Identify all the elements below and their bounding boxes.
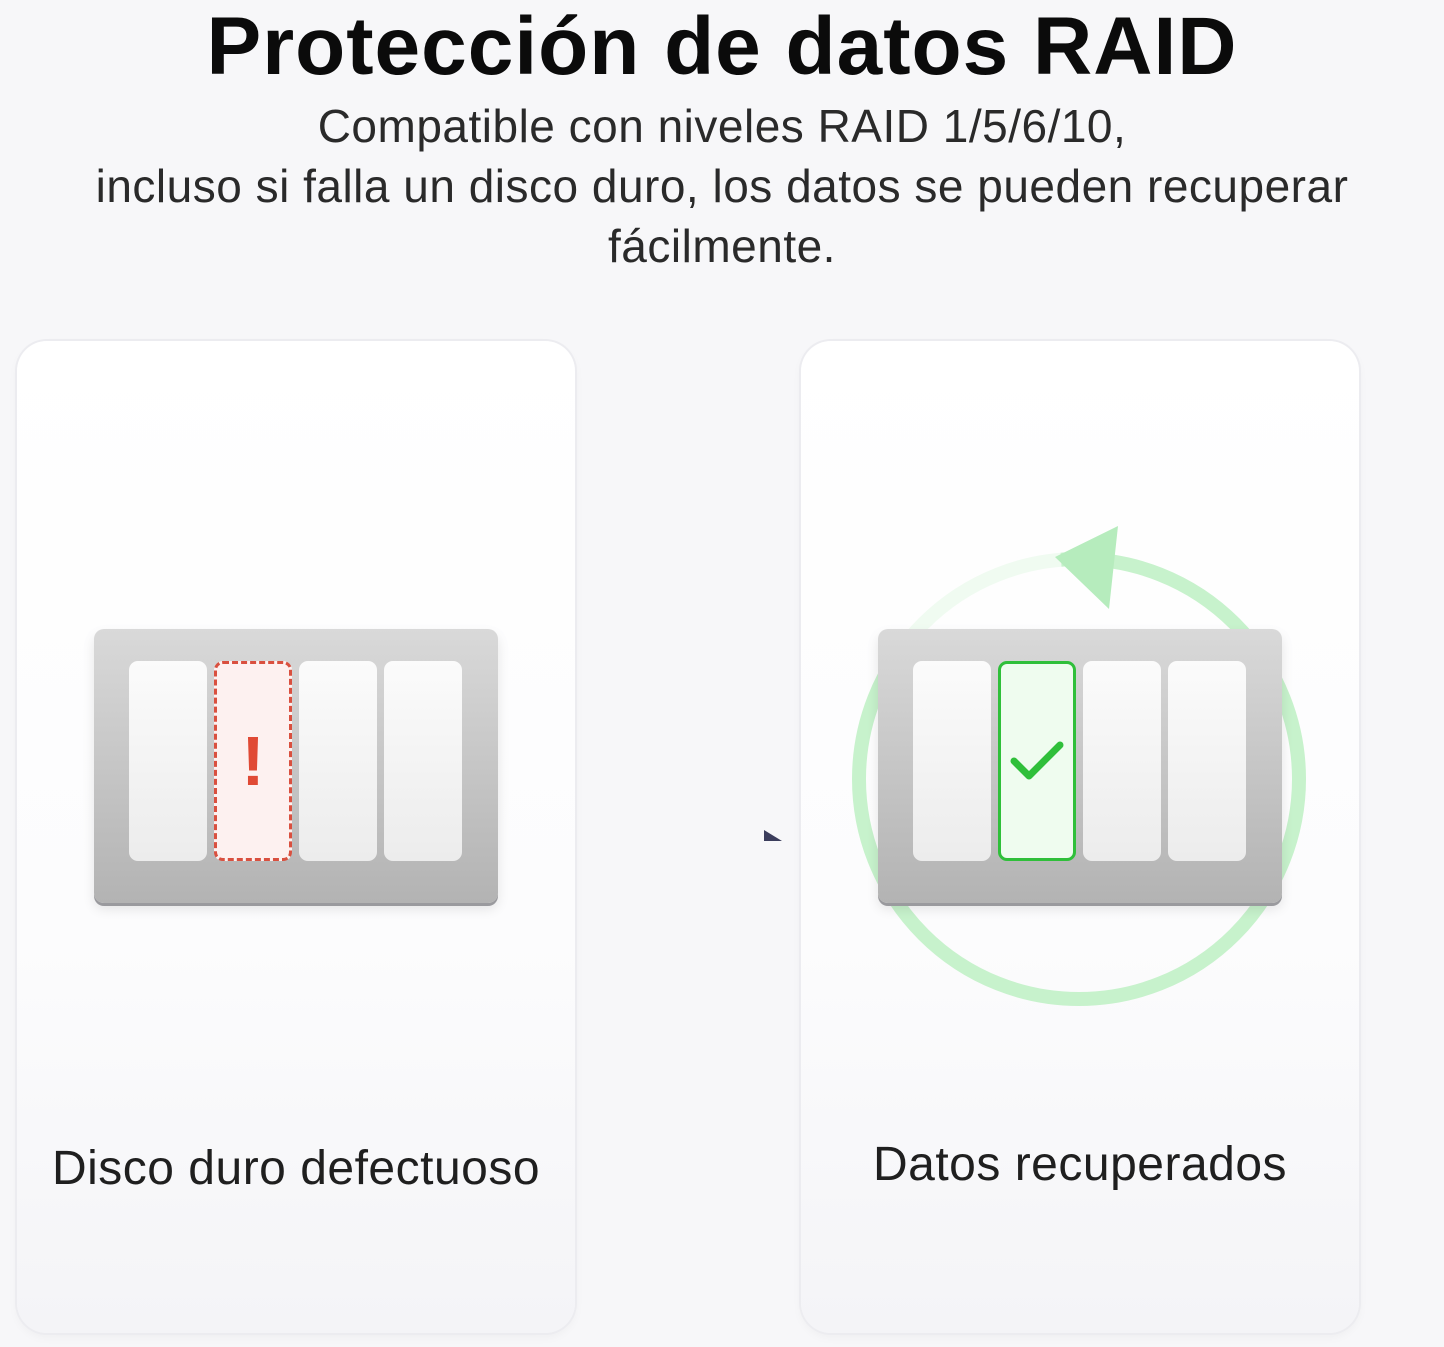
header: Protección de datos RAID Compatible con …: [0, 0, 1444, 276]
page-title: Protección de datos RAID: [206, 1, 1238, 92]
nas-enclosure: [878, 629, 1282, 903]
drive-bay: [129, 661, 207, 861]
recovered-data-card: Datos recuperados: [801, 341, 1359, 1333]
exclamation-icon: !: [241, 722, 265, 800]
drive-bay: [1168, 661, 1246, 861]
drive-bay: [913, 661, 991, 861]
subtitle-line-3: fácilmente.: [608, 220, 836, 272]
failed-disk-card: ! Disco duro defectuoso: [17, 341, 575, 1333]
failed-disk-label: Disco duro defectuoso: [51, 1142, 541, 1195]
dashed-arrow-icon: [606, 830, 782, 843]
recovered-drive-bay: [998, 661, 1076, 861]
checkmark-icon: [1001, 664, 1073, 858]
subtitle-line-2: incluso si falla un disco duro, los dato…: [95, 160, 1349, 212]
page-subtitle: Compatible con niveles RAID 1/5/6/10, in…: [0, 96, 1444, 276]
drive-bay: [1083, 661, 1161, 861]
subtitle-line-1: Compatible con niveles RAID 1/5/6/10,: [317, 100, 1127, 152]
drive-bay: [299, 661, 377, 861]
drive-bay: [384, 661, 462, 861]
failed-drive-bay: !: [214, 661, 292, 861]
recovered-data-label: Datos recuperados: [872, 1138, 1288, 1191]
nas-enclosure: !: [94, 629, 498, 903]
